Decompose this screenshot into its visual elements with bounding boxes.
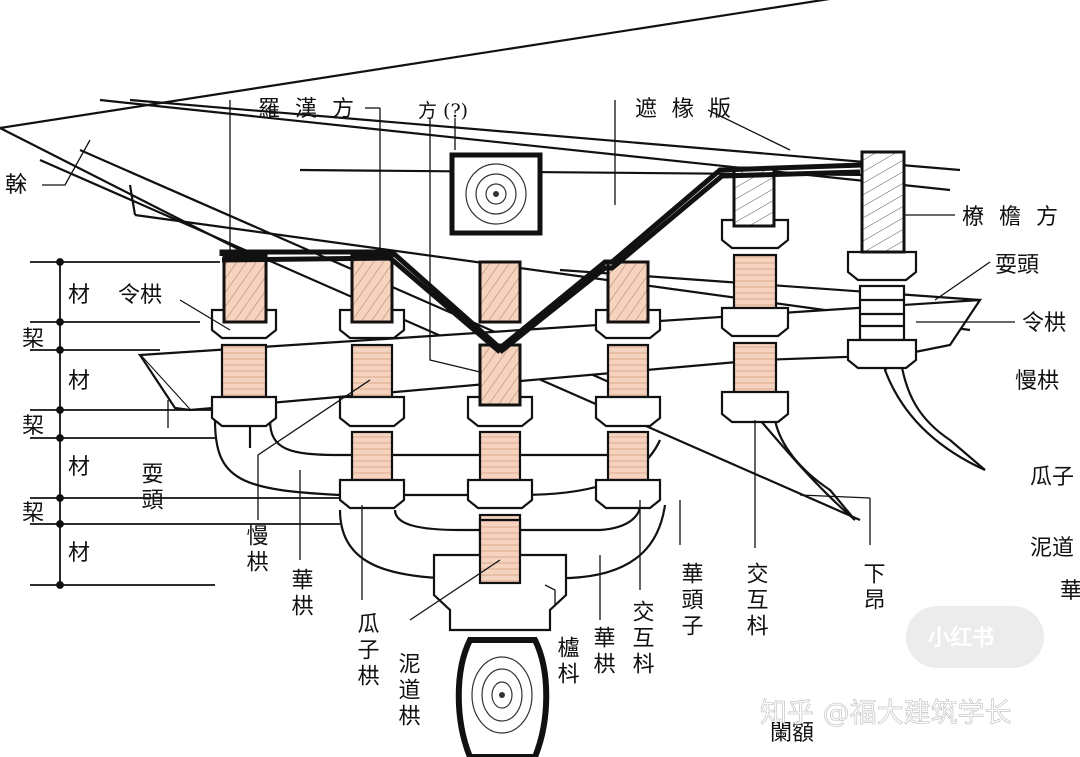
label-zheyuanban: 遮椽版	[635, 97, 731, 122]
label-mangong-r: 慢栱	[1015, 369, 1059, 394]
label-luohanfang: 羅漢方	[258, 97, 354, 122]
label-ludou: 櫨枓	[554, 636, 580, 688]
label-xiaang: 下昂	[860, 562, 885, 614]
label-nidao-r: 泥道	[1030, 536, 1074, 561]
watermark-badge-text: 小红书	[928, 625, 994, 651]
timber-sections	[222, 150, 906, 407]
label-guazi-r: 瓜子	[1030, 465, 1074, 490]
label-cai-1: 材	[68, 283, 90, 308]
label-nidaogong: 泥道栱	[395, 652, 421, 730]
label-qi-3: 栔	[22, 501, 44, 526]
label-cai-2: 材	[68, 369, 90, 394]
label-shuatou-l: 耍頭	[138, 462, 164, 514]
label-lingong-l: 令栱	[118, 283, 162, 308]
xiaohongshu-watermark: 小红书	[906, 606, 1044, 668]
label-shuatou-r: 耍頭	[995, 253, 1039, 278]
square-purlin	[449, 152, 543, 236]
label-fang-q: 方 (?)	[418, 100, 468, 122]
watermark-credit-text: 知乎 @福大建筑学长	[760, 698, 1012, 729]
label-qi-1: 栔	[22, 327, 44, 352]
label-guazigong: 瓜子栱	[354, 612, 380, 690]
module-scale	[30, 258, 340, 589]
label-huagong-c: 華栱	[590, 626, 616, 678]
label-mangong-l: 慢栱	[243, 524, 269, 576]
label-gan: 榦	[5, 173, 27, 198]
label-lingong-r: 令栱	[1022, 311, 1066, 336]
label-hua-r: 華	[1060, 579, 1080, 604]
label-jiaohudou-c: 交互枓	[629, 600, 655, 678]
label-qi-2: 栔	[22, 414, 44, 439]
bracket-blocks	[210, 218, 918, 632]
label-jiaohudou-r: 交互枓	[743, 562, 769, 640]
label-huatouzi: 華頭子	[678, 562, 704, 640]
leader-lines	[42, 100, 1015, 621]
label-liaoyanfang: 橑檐方	[962, 205, 1058, 230]
label-zhutou: 闌額	[770, 721, 814, 746]
labels: 榦 羅漢方 方 (?) 遮椽版 橑檐方 耍頭 令栱 慢栱 瓜子 泥道 華 材 栔…	[5, 97, 1080, 746]
label-huagong-l: 華栱	[288, 568, 314, 620]
zheyuanban-board	[219, 162, 863, 354]
column-top	[455, 637, 550, 757]
label-cai-4: 材	[68, 541, 90, 566]
rafters	[0, 0, 981, 522]
zhihu-credit-watermark: 知乎 @福大建筑学长	[760, 698, 1012, 730]
label-cai-3: 材	[68, 455, 90, 480]
